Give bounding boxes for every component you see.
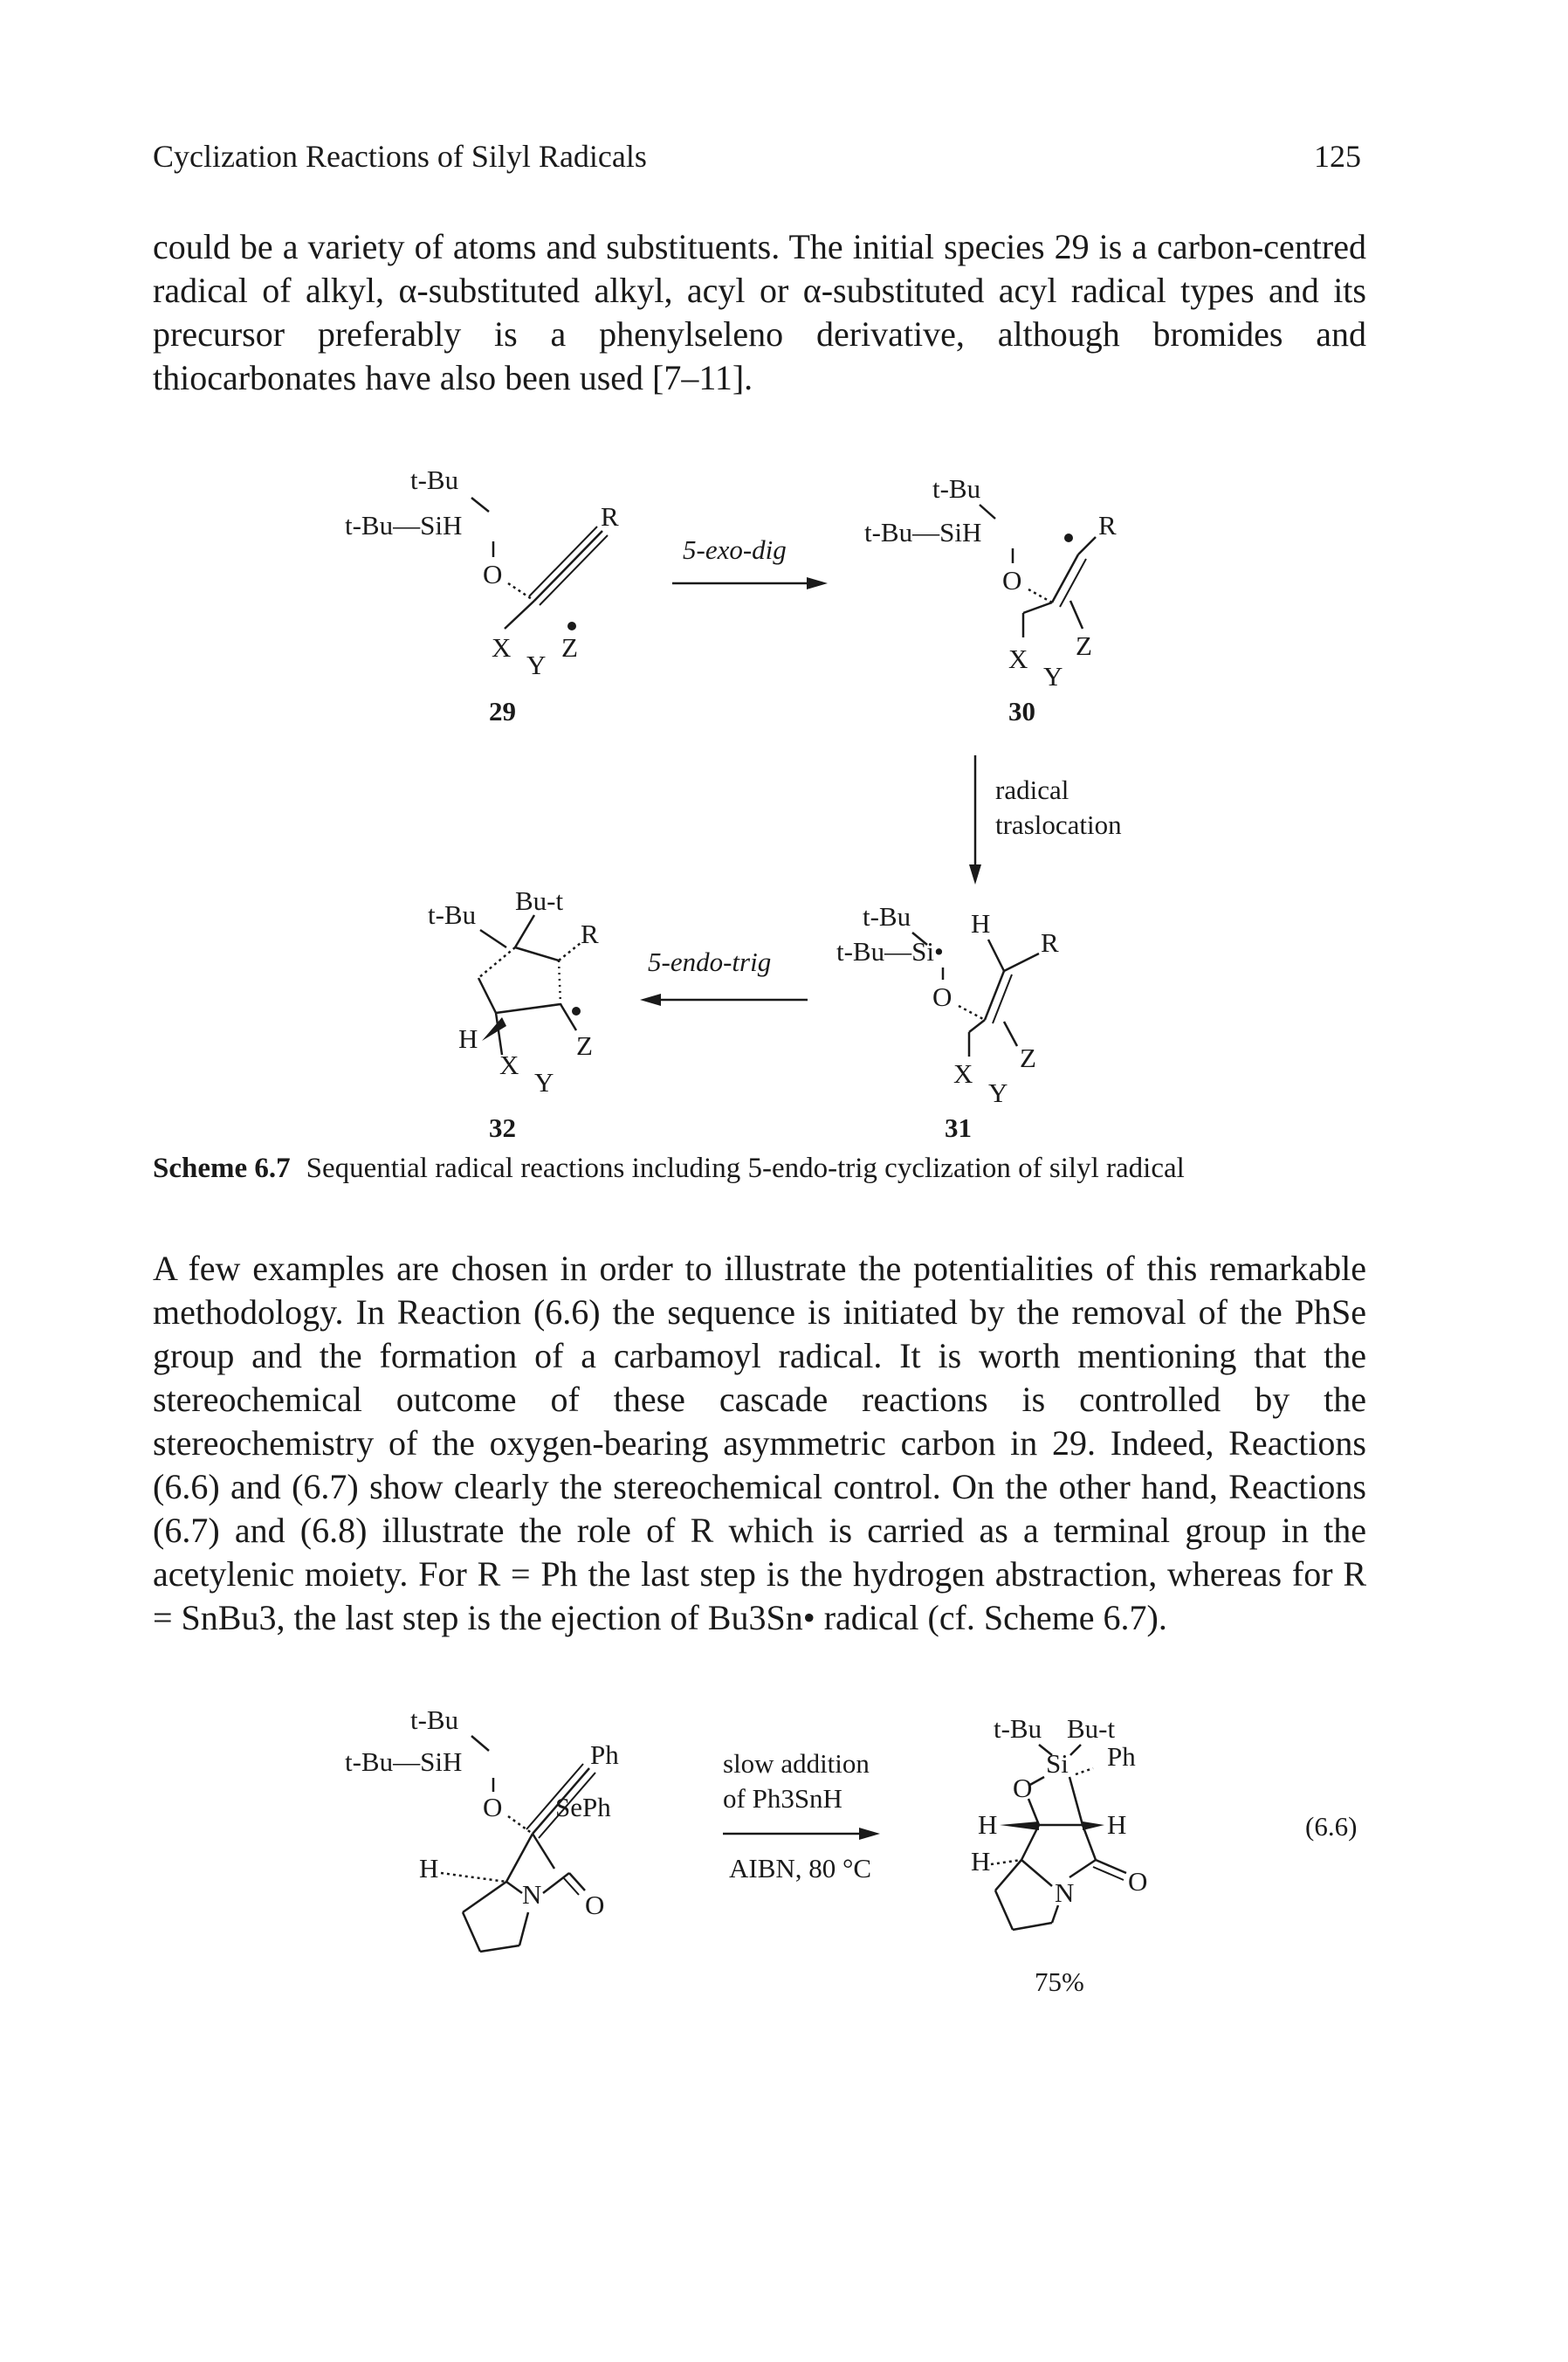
label-y: Y <box>534 1067 554 1098</box>
compound-32-label: 32 <box>489 1112 516 1143</box>
label-h: H <box>971 1846 990 1877</box>
arrow-label-exo-dig: 5-exo-dig <box>683 534 787 565</box>
label-ph: Ph <box>590 1739 619 1770</box>
label-o: O <box>585 1890 604 1920</box>
label-o: O <box>1128 1866 1147 1897</box>
label-z: Z <box>561 632 578 663</box>
label-y: Y <box>526 650 546 680</box>
label-h: H <box>1107 1809 1126 1840</box>
label-x: X <box>499 1050 519 1080</box>
label-y: Y <box>1043 661 1063 692</box>
label-tbu-si-radical: t-Bu—Si• <box>836 936 944 967</box>
label-n: N <box>1055 1877 1074 1908</box>
label-x: X <box>492 632 511 663</box>
compound-29-structure: t-Bu t-Bu—SiH O R X Y Z 29 <box>345 465 619 727</box>
label-but: Bu-t <box>1067 1713 1116 1744</box>
label-r: R <box>1041 927 1059 958</box>
product-structure: t-Bu Bu-t Si Ph O H H H O N <box>971 1713 1147 1932</box>
label-h: H <box>419 1853 438 1883</box>
paragraph-intro-text: could be a variety of atoms and substitu… <box>153 227 1366 397</box>
label-o: O <box>932 981 952 1012</box>
reaction-6-6: t-Bu t-Bu—SiH O Ph SePh H N O slow addit… <box>345 1704 1357 1997</box>
label-o: O <box>483 559 502 589</box>
label-tbu-sih: t-Bu—SiH <box>345 510 462 541</box>
label-tbu: t-Bu <box>410 465 458 495</box>
label-o: O <box>1013 1773 1032 1803</box>
label-but: Bu-t <box>515 885 564 916</box>
scheme-caption: Scheme 6.7 Sequential radical reactions i… <box>153 1153 1185 1185</box>
label-tbu: t-Bu <box>932 473 980 504</box>
label-o: O <box>1002 565 1021 596</box>
conditions-line-1: slow addition <box>723 1748 870 1779</box>
conditions-line-2: of Ph3SnH <box>723 1783 842 1814</box>
scheme-caption-label: Scheme 6.7 <box>153 1153 291 1184</box>
label-y: Y <box>988 1078 1008 1108</box>
arrow-label-radical: radical <box>995 775 1069 805</box>
label-seph: SePh <box>555 1792 611 1822</box>
reactant-structure: t-Bu t-Bu—SiH O Ph SePh H N O <box>345 1704 619 1953</box>
label-ph: Ph <box>1107 1741 1136 1772</box>
yield-label: 75% <box>1035 1966 1084 1997</box>
arrow-label-traslocation: traslocation <box>995 809 1122 840</box>
label-x: X <box>953 1058 973 1089</box>
scheme-caption-text: Sequential radical reactions including 5… <box>306 1153 1185 1184</box>
label-z: Z <box>1020 1043 1036 1073</box>
label-z: Z <box>576 1030 593 1061</box>
compound-31-label: 31 <box>945 1112 972 1143</box>
compound-30-structure: t-Bu t-Bu—SiH O R Z X Y 30 <box>864 473 1117 727</box>
paragraph-examples: A few examples are chosen in order to il… <box>153 1247 1366 1640</box>
label-tbu-sih: t-Bu—SiH <box>345 1746 462 1777</box>
label-h: H <box>971 908 990 939</box>
label-tbu: t-Bu <box>994 1713 1042 1744</box>
compound-30-label: 30 <box>1008 696 1035 727</box>
compound-31-structure: t-Bu t-Bu—Si• O H R Z X Y 31 <box>836 901 1059 1143</box>
arrow-label-endo-trig: 5-endo-trig <box>648 947 771 977</box>
label-z: Z <box>1076 630 1092 661</box>
scheme-6-7: t-Bu t-Bu—SiH O R X Y Z 29 5-exo-dig t-B… <box>345 465 1122 1143</box>
label-r: R <box>581 919 599 949</box>
label-r: R <box>601 501 619 532</box>
label-n: N <box>522 1879 541 1910</box>
label-tbu: t-Bu <box>863 901 911 932</box>
paragraph-intro: could be a variety of atoms and substitu… <box>153 225 1366 400</box>
paragraph-examples-text: A few examples are chosen in order to il… <box>153 1249 1366 1637</box>
page-number: 125 <box>1314 139 1361 174</box>
label-tbu: t-Bu <box>410 1704 458 1735</box>
label-o: O <box>483 1792 502 1822</box>
compound-32-structure: t-Bu Bu-t R H Z X Y 32 <box>428 885 599 1143</box>
label-h: H <box>458 1023 478 1054</box>
label-tbu-sih: t-Bu—SiH <box>864 517 981 547</box>
label-r: R <box>1098 510 1117 541</box>
running-header-title: Cyclization Reactions of Silyl Radicals <box>153 139 647 174</box>
label-tbu: t-Bu <box>428 899 476 930</box>
label-x: X <box>1008 644 1028 674</box>
label-h: H <box>978 1809 997 1840</box>
conditions-line-3: AIBN, 80 °C <box>729 1853 871 1883</box>
equation-number: (6.6) <box>1305 1811 1357 1842</box>
compound-29-label: 29 <box>489 696 516 727</box>
